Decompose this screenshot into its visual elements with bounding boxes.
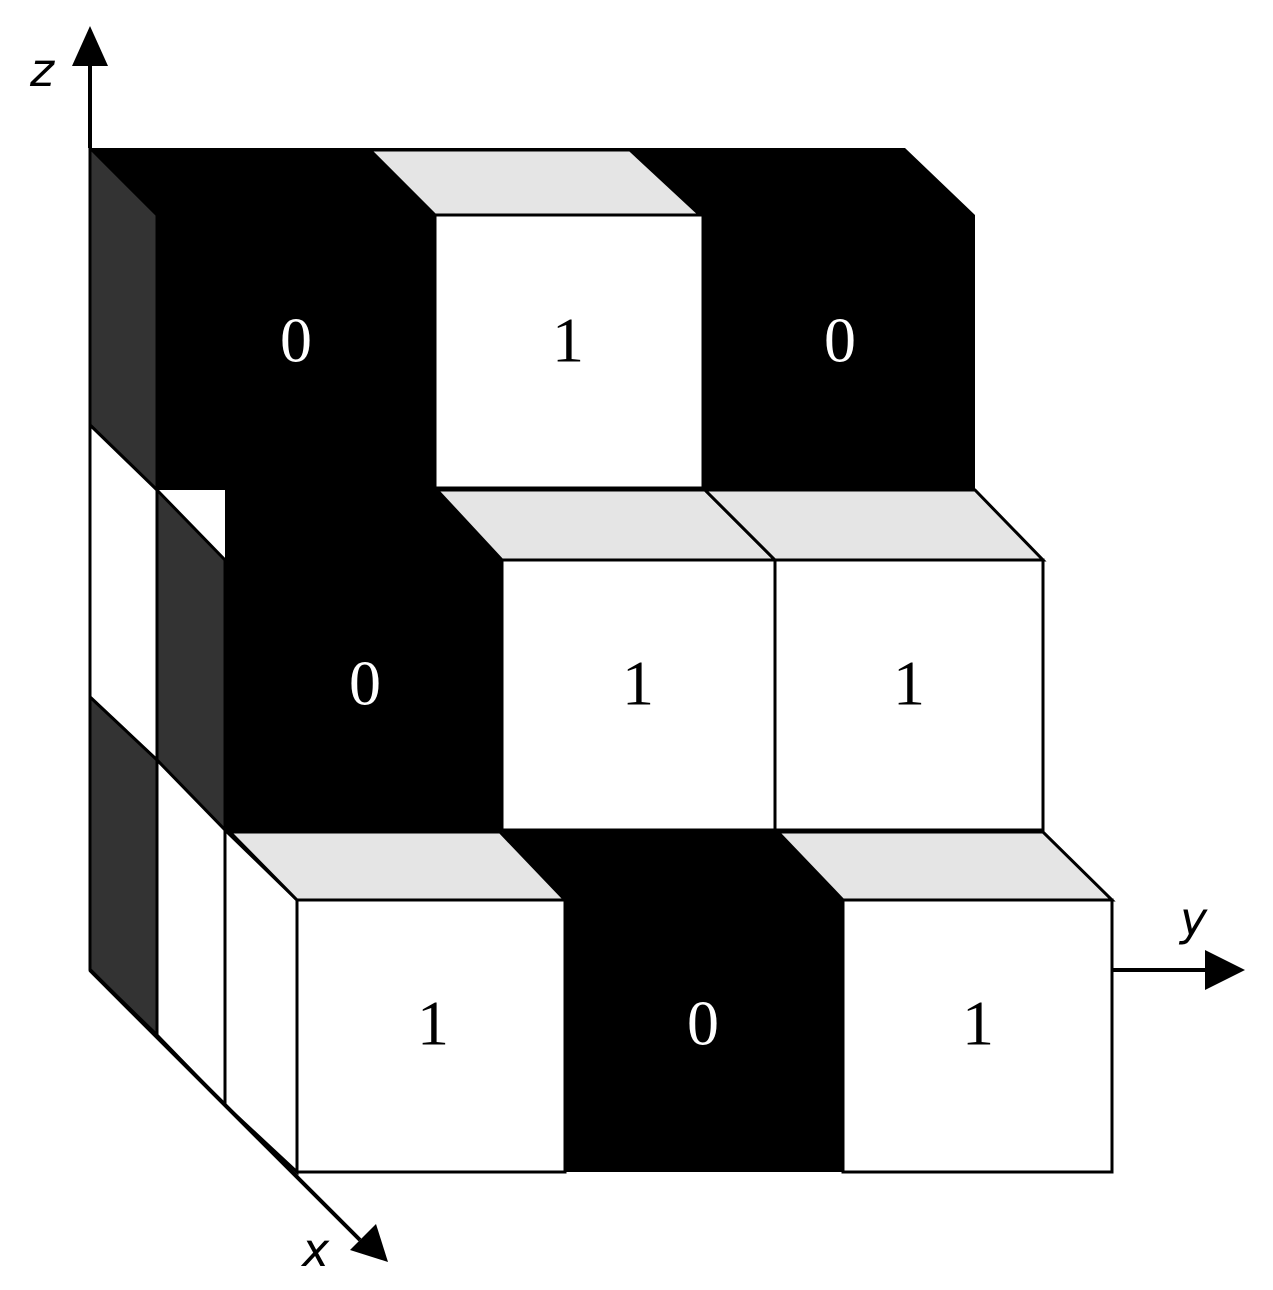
middle-cube-2-front-face — [773, 558, 1045, 832]
cell-bottom-0: 1 — [417, 988, 449, 1059]
z-axis-arrowhead — [72, 26, 108, 66]
side-faces — [88, 144, 299, 1176]
cell-bottom-1: 0 — [687, 988, 719, 1059]
middle-slab-black — [225, 490, 505, 832]
x-axis-line — [88, 968, 362, 1242]
row-bottom: 1 0 1 — [226, 830, 1116, 1174]
row-top: 0 1 0 — [90, 148, 975, 490]
x-axis-label: x — [300, 1223, 330, 1277]
cell-top-1: 1 — [552, 305, 584, 376]
z-axis-label: z — [29, 43, 55, 97]
cell-top-0: 0 — [280, 305, 312, 376]
y-axis-label: y — [1178, 892, 1208, 946]
cell-middle-0: 0 — [349, 648, 381, 719]
cell-bottom-2: 1 — [962, 988, 994, 1059]
cell-top-2: 0 — [824, 305, 856, 376]
cell-middle-1: 1 — [622, 648, 654, 719]
cell-middle-2: 1 — [893, 648, 925, 719]
bottom-slab-black — [500, 830, 843, 1172]
row-middle: 0 1 1 — [225, 488, 1047, 832]
top-cube-1-front-face — [433, 213, 705, 490]
bottom-cube-0-front-face — [295, 898, 567, 1174]
axes: z y x — [29, 26, 1245, 1277]
bottom-cube-2-front-face — [841, 898, 1114, 1174]
x-axis-arrowhead — [350, 1224, 388, 1262]
y-axis-arrowhead — [1205, 950, 1245, 990]
